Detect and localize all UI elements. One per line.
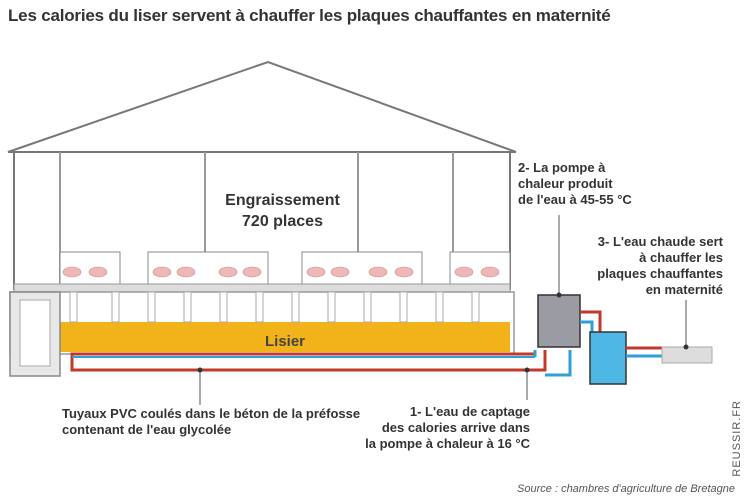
pump-to-tank-pipes [580, 310, 602, 332]
step1-label: 1- L'eau de captage des calories arrive … [365, 404, 530, 451]
heating-plate [661, 346, 713, 364]
credit-watermark: REUSSIR.FR [731, 400, 743, 477]
slurry-label: Lisier [264, 333, 306, 350]
slatted-floor [13, 283, 511, 293]
hot-water-tank [589, 331, 627, 385]
building-label: Engraissement 720 places [170, 190, 395, 232]
page-title: Les calories du liser servent à chauffer… [8, 6, 611, 25]
building-label-line-2: 720 places [242, 213, 323, 230]
pump-connection-pipes [528, 350, 572, 377]
pigs [62, 266, 500, 278]
pvc-pipe-loop [70, 352, 535, 372]
tank-to-plate-pipes [626, 346, 662, 358]
step3-label: 3- L'eau chaude sert à chauffer les plaq… [597, 234, 723, 297]
step2-label: 2- La pompe à chaleur produit de l'eau à… [518, 160, 632, 207]
pig-pens [59, 251, 511, 285]
heat-pump [537, 294, 581, 348]
pipes-label: Tuyaux PVC coulés dans le béton de la pr… [62, 406, 361, 437]
callout-dots [197, 292, 689, 373]
callout-lines [199, 215, 687, 405]
roof [7, 60, 517, 153]
slurry-level [60, 322, 510, 352]
source-note: Source : chambres d'agriculture de Breta… [517, 483, 735, 495]
pit-pillars [69, 291, 480, 323]
building-label-line-1: Engraissement [225, 192, 340, 209]
